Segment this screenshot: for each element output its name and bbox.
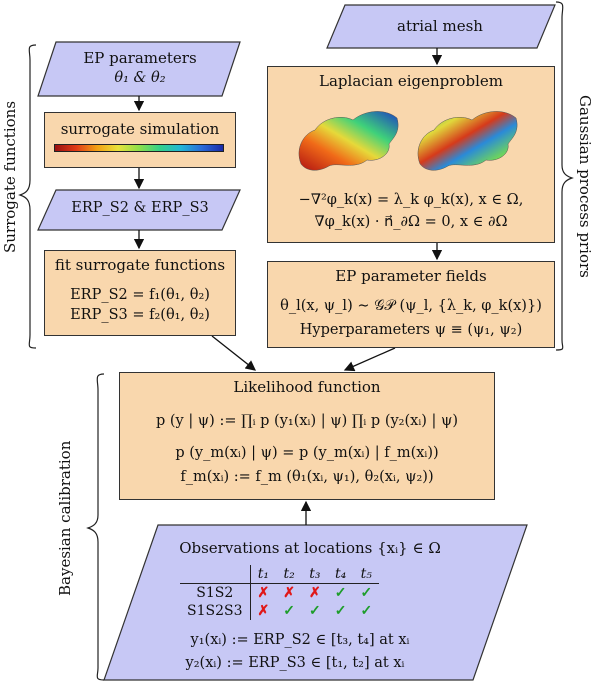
eigenfunction-mesh-1 (298, 111, 399, 171)
check-mark: ✓ (360, 585, 373, 601)
ep-parameters-title: EP parameters (83, 49, 197, 67)
laplacian-title: Laplacian eigenproblem (319, 72, 503, 90)
observations-shape (103, 524, 528, 681)
erp-inputs-label: ERP_S2 & ERP_S3 (71, 200, 209, 216)
ep-parameters-shape (37, 41, 241, 97)
brace-surrogate (18, 44, 37, 349)
fit-surrogate-eq1: ERP_S2 = f₁(θ₁, θ₂) (70, 287, 210, 303)
column-header: t₃ (309, 566, 321, 582)
check-mark: ✓ (334, 585, 347, 601)
arrow-fields-to-likelihood (343, 347, 396, 372)
ep-fields-title: EP parameter fields (335, 267, 487, 285)
cross-mark: ✗ (257, 585, 270, 601)
observations-eq1: y₁(xᵢ) := ERP_S2 ∈ [t₃, t₄] at xᵢ (190, 632, 410, 648)
surrogate-simulation-title: surrogate simulation (60, 120, 220, 138)
surrogate-simulation-box: surrogate simulation (44, 112, 236, 168)
table-row: S1S2S3 ✗ ✓ ✓ ✓ ✓ (180, 602, 379, 620)
ep-parameters-thetas: θ₁ & θ₂ (114, 70, 166, 86)
laplacian-box: Laplacian eigenproblem (267, 66, 555, 243)
cross-mark: ✗ (257, 603, 270, 619)
observations-title: Observations at locations {xᵢ} ∈ Ω (179, 539, 441, 557)
brace-gp (555, 1, 574, 351)
fit-surrogate-title: fit surrogate functions (54, 256, 226, 274)
likelihood-eq3: f_m(xᵢ) := f_m (θ₁(xᵢ, ψ₁), θ₂(xᵢ, ψ₂)) (180, 469, 434, 485)
row-label: S1S2S3 (180, 602, 251, 620)
likelihood-title: Likelihood function (233, 378, 381, 396)
label-gaussian-process-priors: Gaussian process priors (576, 95, 592, 278)
check-mark: ✓ (360, 603, 373, 619)
likelihood-eq2: p (y_m(xᵢ) | ψ) = p (y_m(xᵢ) | f_m(xᵢ)) (175, 445, 439, 461)
ep-fields-box: EP parameter fields θ_l(x, ψ_l) ∼ 𝒢𝒫 (ψ_… (267, 261, 555, 348)
eigenfunction-mesh-2 (417, 111, 518, 171)
table-corner (180, 565, 251, 584)
check-mark: ✓ (283, 603, 295, 619)
label-surrogate-functions: Surrogate functions (1, 100, 19, 253)
brace-bayesian (86, 373, 105, 681)
cross-mark: ✗ (283, 585, 295, 601)
column-header: t₂ (283, 566, 295, 582)
atrial-mesh-label: atrial mesh (397, 17, 483, 35)
fit-surrogate-eq2: ERP_S3 = f₂(θ₁, θ₂) (70, 307, 210, 323)
column-header: t₄ (334, 566, 347, 582)
ep-fields-eq2: Hyperparameters ψ ≡ (ψ₁, ψ₂) (299, 322, 523, 338)
simulation-colorbar (54, 144, 224, 152)
observations-header-row: t₁ t₂ t₃ t₄ t₅ (180, 565, 379, 584)
likelihood-box: Likelihood function p (y | ψ) := ∏ᵢ p (y… (119, 372, 495, 500)
ep-fields-eq1: θ_l(x, ψ_l) ∼ 𝒢𝒫 (ψ_l, {λ_k, φ_k(x)}) (280, 298, 542, 314)
arrow-fit-to-likelihood (211, 335, 257, 371)
laplacian-eq1: −∇²φ_k(x) = λ_k φ_k(x), x ∈ Ω, (298, 192, 524, 208)
label-bayesian-calibration: Bayesian calibration (56, 440, 74, 596)
column-header: t₁ (257, 566, 269, 582)
row-label: S1S2 (180, 583, 251, 602)
observations-eq2: y₂(xᵢ) := ERP_S3 ∈ [t₁, t₂] at xᵢ (185, 655, 405, 671)
likelihood-eq1: p (y | ψ) := ∏ᵢ p (y₁(xᵢ) | ψ) ∏ᵢ p (y₂(… (155, 413, 459, 429)
laplacian-eq2: ∇φ_k(x) · n⃗_∂Ω = 0, x ∈ ∂Ω (314, 214, 508, 230)
check-mark: ✓ (308, 603, 321, 619)
check-mark: ✓ (334, 603, 347, 619)
erp-inputs-shape (37, 189, 241, 231)
ep-parameters-box: EP parameters θ₁ & θ₂ (50, 48, 230, 88)
column-header: t₅ (360, 566, 372, 582)
cross-mark: ✗ (308, 585, 321, 601)
observations-table: t₁ t₂ t₃ t₄ t₅ S1S2 ✗ ✗ ✗ ✓ ✓ S1S2S3 ✗ ✓… (180, 565, 380, 620)
fit-surrogate-box: fit surrogate functions ERP_S2 = f₁(θ₁, … (44, 250, 236, 336)
atrial-mesh-shape (326, 4, 556, 49)
table-row: S1S2 ✗ ✗ ✗ ✓ ✓ (180, 583, 380, 602)
